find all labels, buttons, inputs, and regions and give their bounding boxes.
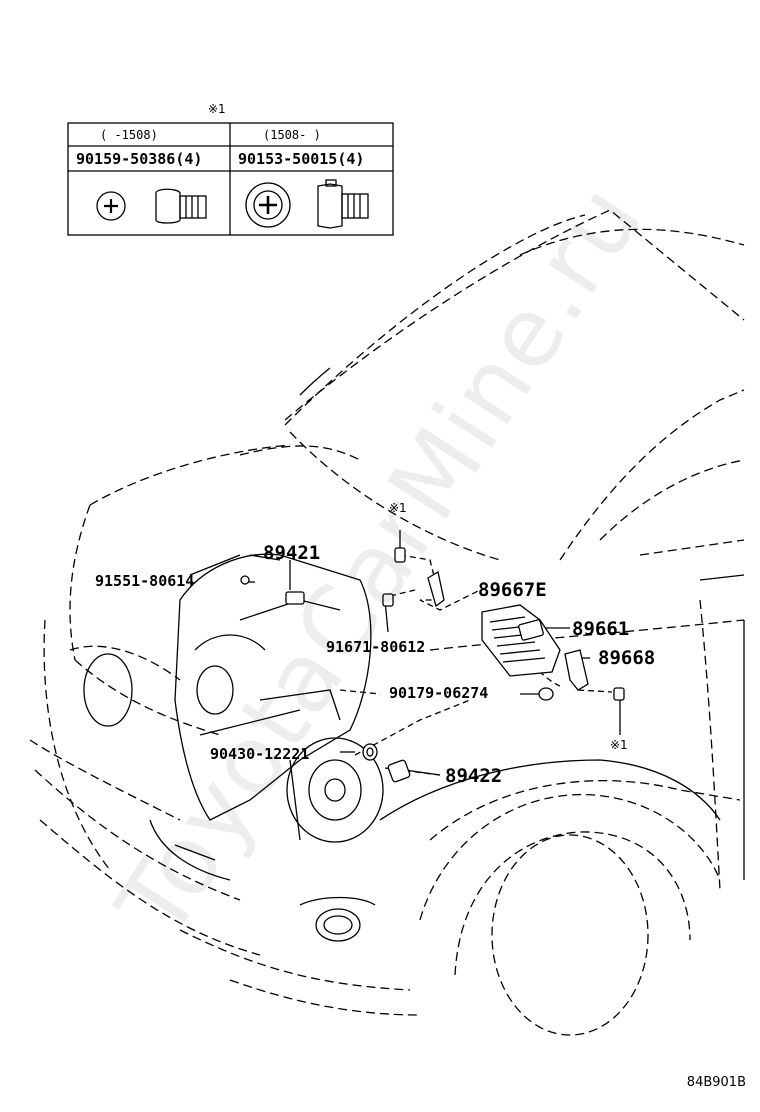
- table-col1-part: 90159-50386(4): [76, 150, 203, 168]
- callout-89421: 89421: [263, 542, 321, 564]
- bolt-note-right: ※1: [610, 738, 628, 752]
- callout-90430-12221: 90430-12221: [210, 745, 310, 763]
- callout-89422: 89422: [445, 765, 503, 787]
- table-col2-range: (1508- ): [263, 128, 321, 142]
- callout-91551-80614: 91551-80614: [95, 572, 195, 590]
- fastener-table: [67, 122, 394, 236]
- diagram-code: 84B901B: [686, 1075, 746, 1090]
- callout-89667E: 89667E: [478, 579, 547, 601]
- table-header-note: ※1: [208, 102, 226, 116]
- pan-head-screw-icon: [96, 188, 207, 224]
- callout-89668: 89668: [598, 647, 656, 669]
- flange-bolt-icon: [245, 179, 369, 229]
- table-col1-range: ( -1508): [100, 128, 158, 142]
- bracket-89667e-shape: [427, 570, 445, 608]
- callout-91671-80612: 91671-80612: [326, 638, 426, 656]
- table-col2-part: 90153-50015(4): [238, 150, 365, 168]
- fastener-icons: [96, 179, 369, 229]
- sensor-89421-shape: [285, 591, 305, 605]
- ecu-89661-shape: [481, 604, 561, 677]
- sensor-89422-shape: [387, 759, 411, 783]
- bolt-note-top: ※1: [389, 501, 407, 515]
- callout-90179-06274: 90179-06274: [389, 684, 489, 702]
- bracket-89668-shape: [564, 649, 589, 691]
- callout-89661: 89661: [572, 618, 630, 640]
